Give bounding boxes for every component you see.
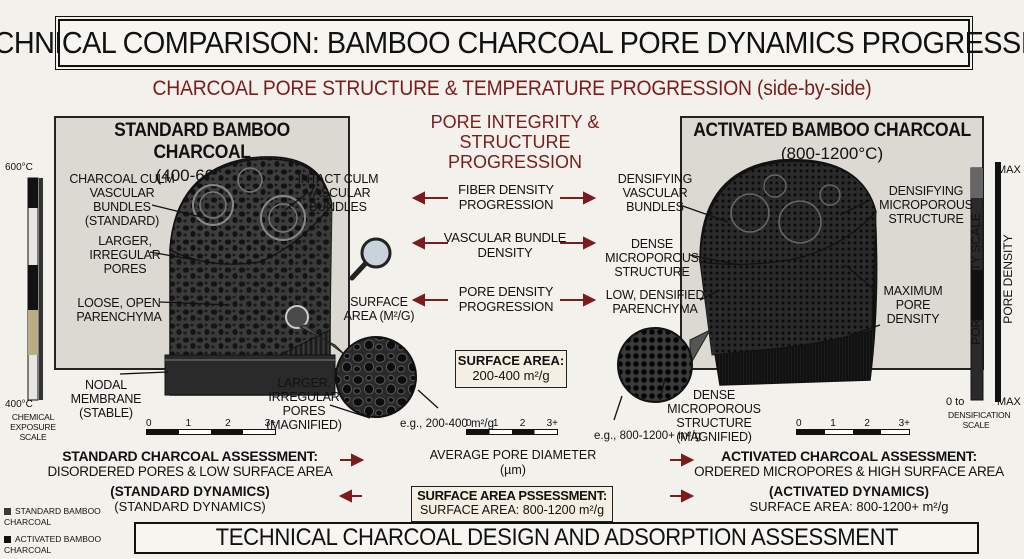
label-pore-density: PORE DENSITY PROGRESSION xyxy=(458,284,554,314)
label-magnified-micro: DENSE MICROPOROUS STRUCTURE (MAGNIFIED) xyxy=(667,388,761,444)
label-eg-left: e.g., 200-400 m²/g xyxy=(400,418,494,430)
tick: 1 xyxy=(185,418,192,429)
label-larger-pores: LARGER, IRREGULAR PORES xyxy=(89,234,161,276)
magnified-large-pores xyxy=(285,305,417,418)
pore-density-scale-bar xyxy=(970,162,1001,402)
right-assessment-title: ACTIVATED CHARCOAL ASSESSMENT: xyxy=(721,448,977,464)
left-dynamics-text: (STANDARD DYNAMICS) xyxy=(114,499,266,514)
magnifying-glass-icon xyxy=(349,237,392,281)
tick: 2 xyxy=(519,418,526,429)
right-assessment: ACTIVATED CHARCOAL ASSESSMENT: ORDERED M… xyxy=(694,448,1004,514)
scale-max-top: MAX xyxy=(997,164,1021,176)
center-header: PORE INTEGRITY & STRUCTURE PROGRESSION xyxy=(430,112,600,172)
scale-center: 0 1 2 3+ xyxy=(466,418,558,435)
surface-assessment-value: SURFACE AREA: 800-1200 m²/g xyxy=(419,503,605,517)
scale-right: 0 1 2 3+ xyxy=(796,418,910,435)
right-title: ACTIVATED BAMBOO CHARCOAL xyxy=(693,120,971,141)
label-dense-micro: DENSE MICROPOROUS STRUCTURE xyxy=(605,237,699,279)
tick: 2 xyxy=(225,418,231,429)
label-fiber-density: FIBER DENSITY PROGRESSION xyxy=(458,182,554,212)
chemical-exposure-scale-bar xyxy=(27,177,43,401)
legend-label: ACTIVATED BAMBOO CHARCOAL xyxy=(4,534,102,555)
label-vascular-density: VASCULAR BUNDLE DENSITY xyxy=(443,230,567,260)
magnified-micropores xyxy=(617,327,712,403)
tick: 1 xyxy=(830,418,836,429)
label-intact-vascular: INTACT CULM VASCULAR BUNDLES xyxy=(297,172,379,214)
subtitle: CHARCOAL PORE STRUCTURE & TEMPERATURE PR… xyxy=(152,77,872,100)
scale-right-ticks: 0 1 2 3+ xyxy=(796,418,910,429)
legend-swatch xyxy=(4,536,11,544)
scale-max-bottom: MAX xyxy=(997,396,1021,408)
surface-area-value: 200-400 m²/g xyxy=(472,368,550,383)
scale-top-temp: 600°C xyxy=(5,162,33,173)
tick: 0 xyxy=(146,418,152,429)
scale-bar xyxy=(146,429,276,435)
tick: 3+ xyxy=(546,418,558,429)
scale-left-ticks: 0 1 2 3+ xyxy=(146,418,276,429)
page-title: TECHNICAL COMPARISON: BAMBOO CHARCOAL PO… xyxy=(0,25,1024,60)
scale-center-ticks: 0 1 2 3+ xyxy=(466,418,558,429)
tick: 3+ xyxy=(898,418,910,429)
footer-box: TECHNICAL CHARCOAL DESIGN AND ADSORPTION… xyxy=(134,522,979,554)
legend: STANDARD BAMBOO CHARCOAL ACTIVATED BAMBO… xyxy=(4,506,136,556)
right-assessment-text: ORDERED MICROPORES & HIGH SURFACE AREA xyxy=(694,464,1004,479)
footer-title: TECHNICAL CHARCOAL DESIGN AND ADSORPTION… xyxy=(215,524,898,551)
left-pointer-arrows xyxy=(119,194,439,419)
label-densifying-vb: DENSIFYING VASCULAR BUNDLES xyxy=(617,172,693,214)
legend-item-activated: ACTIVATED BAMBOO CHARCOAL xyxy=(4,534,136,556)
scale-bar xyxy=(796,429,910,435)
activated-charcoal-culm xyxy=(699,158,878,386)
label-culm-vascular: CHARCOAL CULM VASCULAR BUNDLES (STANDARD… xyxy=(69,172,175,228)
pore-density-label: PORE DENSITY xyxy=(1001,234,1015,324)
left-assessment: STANDARD CHARCOAL ASSESSMENT: DISORDERED… xyxy=(40,448,340,514)
left-title: STANDARD BAMBOO CHARCOAL xyxy=(114,120,290,163)
label-magnified-pores: LARGER, IRREGULAR PORES (MAGNIFIED) xyxy=(266,376,342,432)
label-nodal-membrane: NODAL MEMBRANE (STABLE) xyxy=(70,378,142,420)
densification-caption: DENSIFICATION SCALE xyxy=(948,410,1011,430)
tick: 1 xyxy=(492,418,499,429)
label-loose-parenchyma: LOOSE, OPEN PARENCHYMA xyxy=(76,296,162,324)
label-densifying-micro: DENSIFYING MICROPOROUS STRUCTURE xyxy=(879,184,973,226)
right-dynamics-text: SURFACE AREA: 800-1200+ m²/g xyxy=(749,499,949,514)
surface-area-title: SURFACE AREA: xyxy=(457,353,565,368)
right-dynamics-title: (ACTIVATED DYNAMICS) xyxy=(769,484,929,499)
right-temp: (800-1200°C) xyxy=(780,144,884,163)
tick: 2 xyxy=(864,418,870,429)
label-surface-area: SURFACE AREA (m²/g) xyxy=(343,295,415,323)
chemical-exposure-caption: CHEMICAL EXPOSURE SCALE xyxy=(10,412,56,442)
left-assessment-text: DISORDERED PORES & LOW SURFACE AREA xyxy=(47,464,333,479)
label-max-pore-density: MAXIMUM PORE DENSITY xyxy=(883,284,943,326)
title-box: TECHNICAL COMPARISON: BAMBOO CHARCOAL PO… xyxy=(0,16,1024,70)
legend-item-standard: STANDARD BAMBOO CHARCOAL xyxy=(4,506,136,528)
left-assessment-title: STANDARD CHARCOAL ASSESSMENT: xyxy=(62,448,318,464)
surface-assessment-title: SURFACE AREA PSSESSMENT: xyxy=(417,488,607,503)
surface-assessment-box: SURFACE AREA PSSESSMENT: SURFACE AREA: 8… xyxy=(411,486,613,522)
label-low-densified: LOW, DENSIFIED PARENCHYMA xyxy=(605,288,705,316)
right-panel-header: ACTIVATED BAMBOO CHARCOAL (800-1200°C) xyxy=(680,120,984,164)
right-pointer-arrows xyxy=(613,199,881,421)
legend-swatch xyxy=(4,508,11,516)
scale-left: 0 1 2 3+ xyxy=(146,418,276,435)
center-progression-arrows xyxy=(338,191,695,503)
scale-zero: 0 to xyxy=(946,396,965,408)
pore-density-scale-label: PORE DENSITY SCALE xyxy=(969,213,983,345)
scale-bottom-temp: 400°C xyxy=(5,399,33,410)
legend-label: STANDARD BAMBOO CHARCOAL xyxy=(4,506,101,527)
tick: 0 xyxy=(796,418,802,429)
tick: 3+ xyxy=(264,418,276,429)
label-eg-right: e.g., 800-1200+ m²/g xyxy=(594,430,702,442)
left-dynamics-title: (STANDARD DYNAMICS) xyxy=(110,484,270,499)
avg-pore-diameter: AVERAGE PORE DIAMETER (µm) xyxy=(429,448,597,477)
scale-bar xyxy=(466,429,558,435)
surface-area-box: SURFACE AREA: 200-400 m²/g xyxy=(455,350,567,388)
tick: 0 xyxy=(466,418,472,429)
